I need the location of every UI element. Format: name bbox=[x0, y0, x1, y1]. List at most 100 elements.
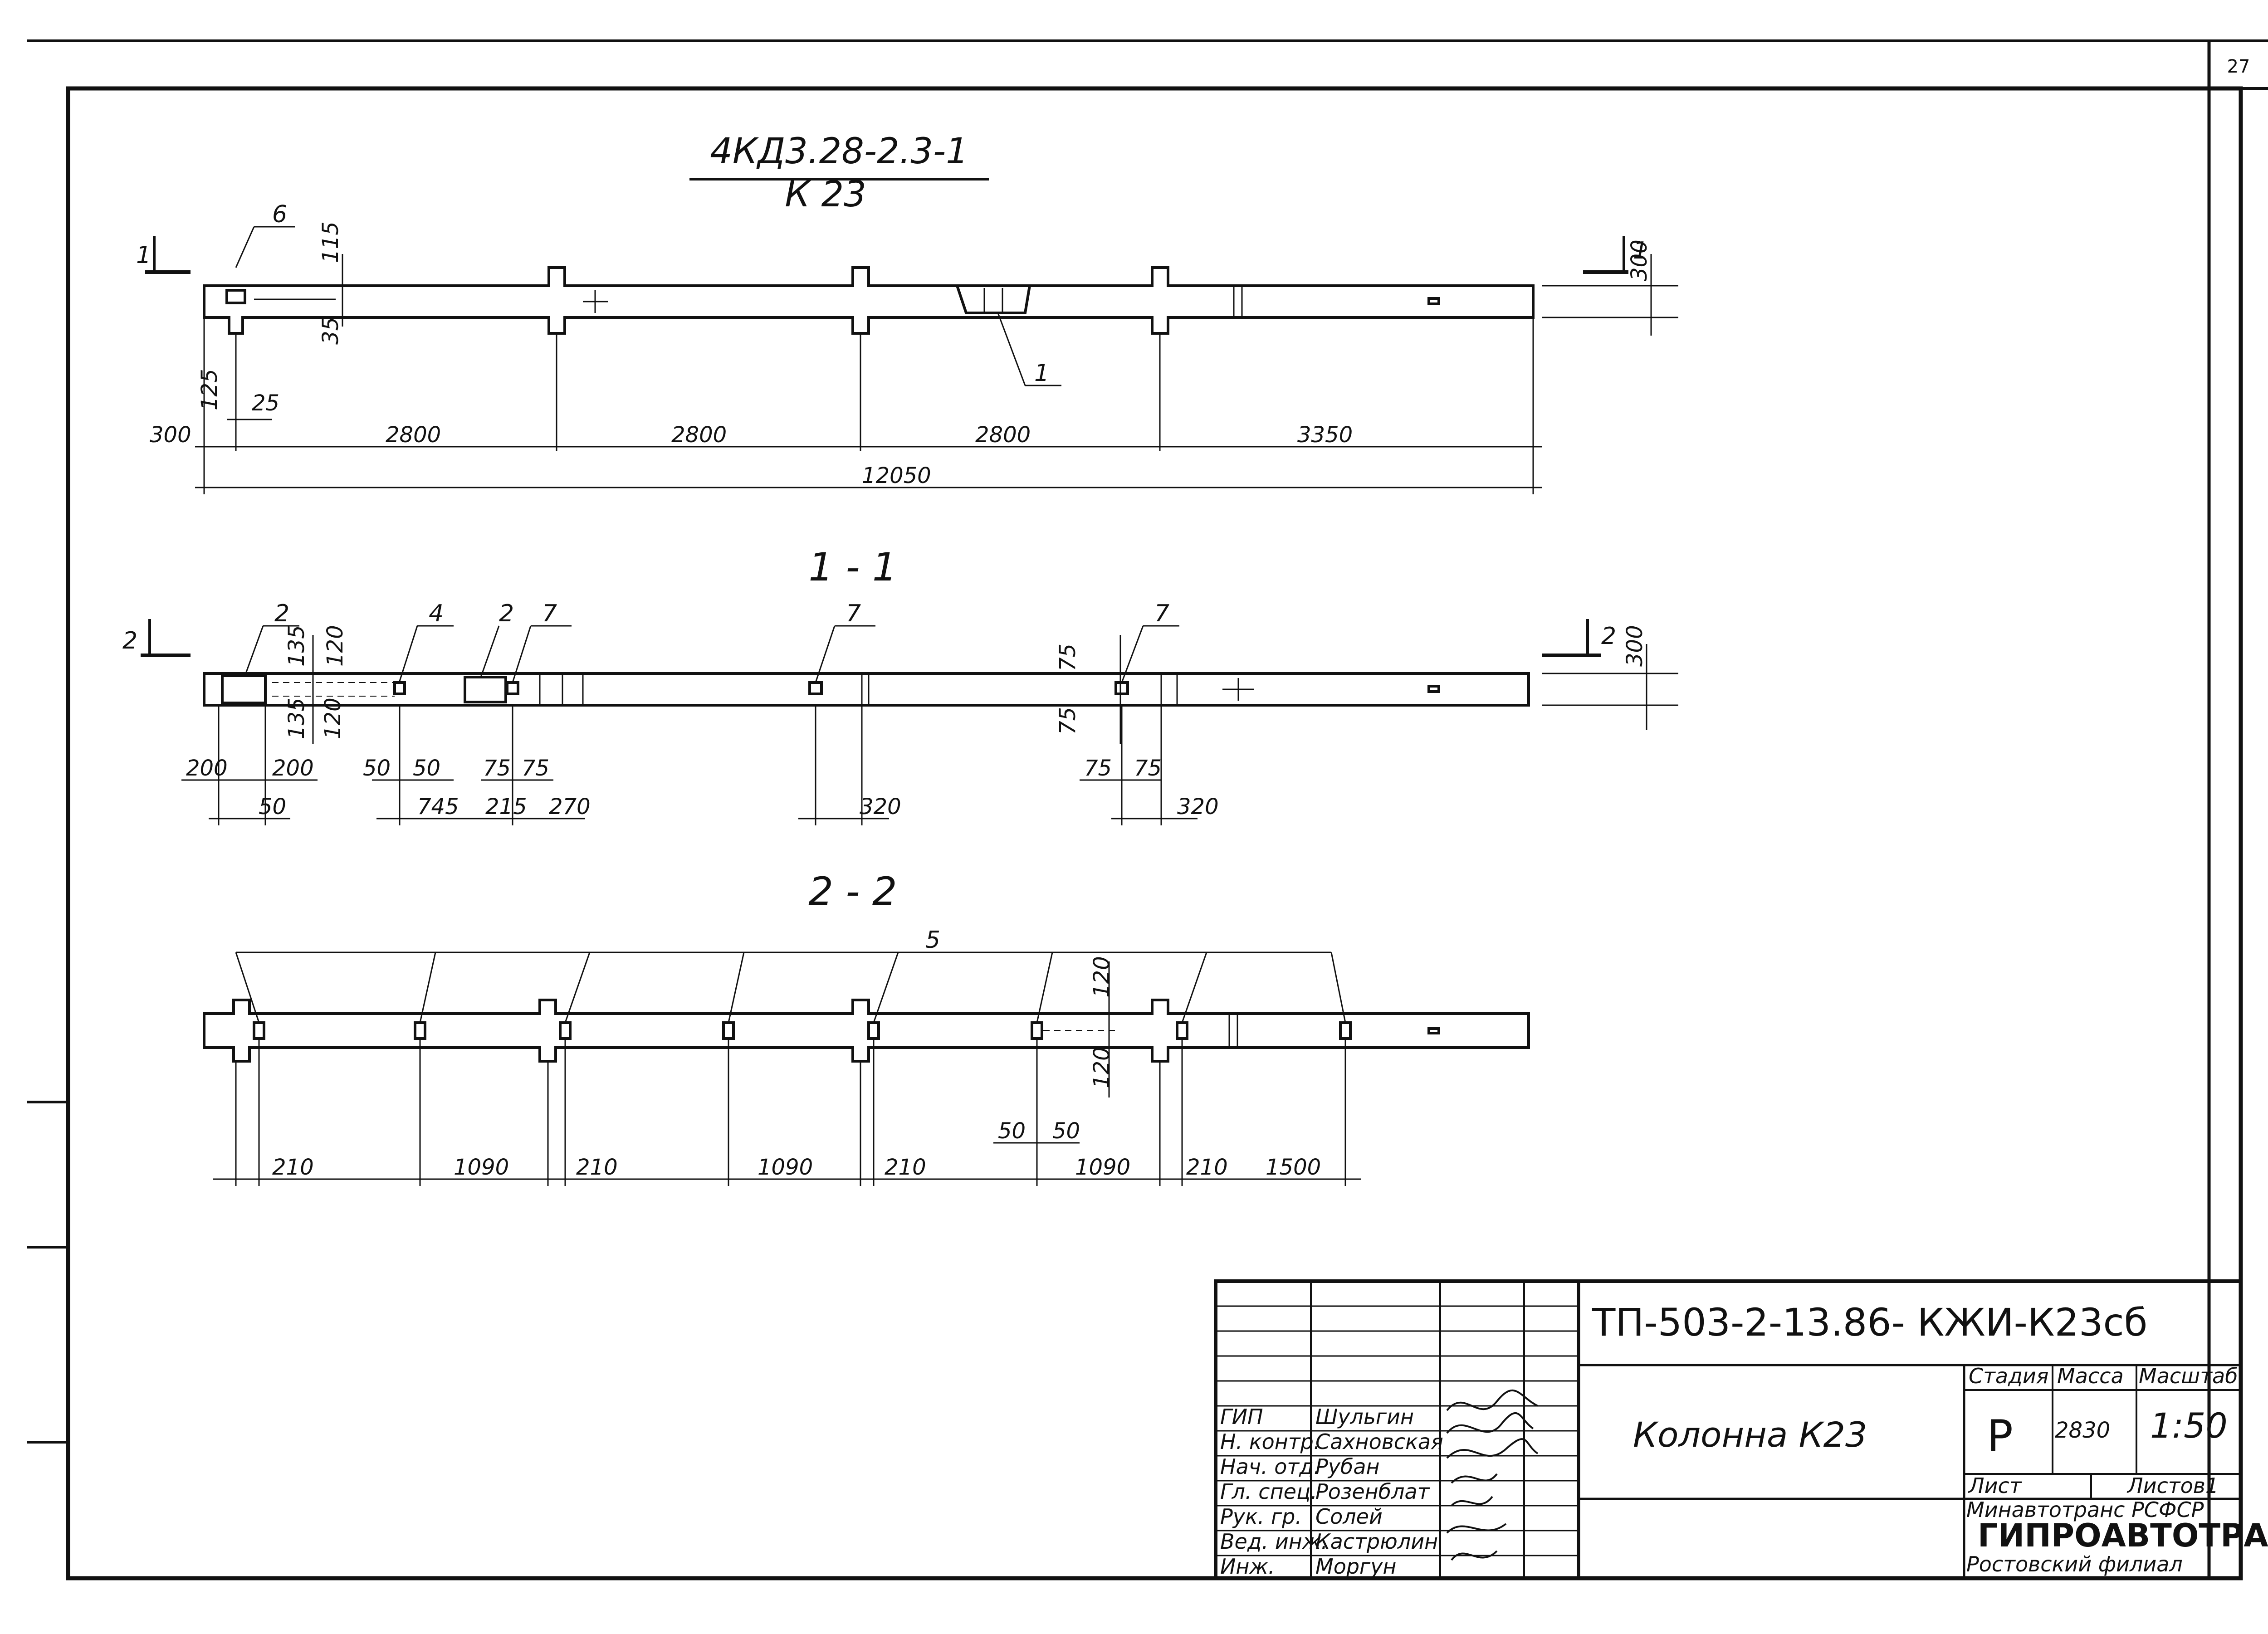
section-mark-label: 2 bbox=[122, 627, 137, 654]
leader-line bbox=[512, 625, 532, 683]
dim-label: 300 bbox=[150, 422, 191, 448]
leader-line bbox=[815, 625, 836, 683]
staff-name: Солей bbox=[1315, 1504, 1383, 1529]
staff-role: Инж. bbox=[1220, 1554, 1275, 1579]
sleeve bbox=[506, 681, 519, 695]
drawing-name: Колонна К23 bbox=[1633, 1415, 1867, 1455]
callout-4: 4 bbox=[429, 600, 444, 627]
section-mark-label: 2 bbox=[1601, 623, 1616, 650]
mass-value: 2830 bbox=[2055, 1418, 2110, 1443]
dim-label: 50 bbox=[998, 1118, 1026, 1144]
total-length-label: 12050 bbox=[862, 463, 931, 488]
dim-label: 210 bbox=[576, 1155, 618, 1180]
signature bbox=[1446, 1389, 1538, 1411]
dim-label: 2800 bbox=[386, 422, 441, 448]
staff-name: Розенблат bbox=[1315, 1479, 1430, 1504]
leader-line bbox=[235, 226, 255, 268]
lifting-hole bbox=[1427, 1027, 1440, 1034]
staff-name: Рубан bbox=[1315, 1454, 1380, 1479]
dim-label: 1500 bbox=[1266, 1155, 1321, 1180]
cutout-detail bbox=[955, 284, 1031, 314]
drawing-frame bbox=[66, 86, 2243, 1580]
sheets-label: Листов1 bbox=[2126, 1473, 2219, 1498]
staff-name: Сахновская bbox=[1315, 1429, 1443, 1454]
dim-label: 75 bbox=[1055, 707, 1080, 735]
sleeve bbox=[1114, 681, 1129, 695]
staff-role: Гл. спец. bbox=[1220, 1479, 1317, 1504]
elevation-title: 4КД3.28-2.3-1 bbox=[710, 131, 968, 172]
signature bbox=[1446, 1438, 1539, 1459]
signatures bbox=[1446, 1389, 1539, 1561]
dim-label: 75 bbox=[483, 756, 511, 781]
dim-label: 1090 bbox=[1075, 1155, 1130, 1180]
stage-value: Р bbox=[1987, 1411, 2013, 1462]
dim-label: 75 bbox=[1055, 644, 1080, 671]
dim-label: 745 bbox=[417, 794, 459, 819]
callout-6: 6 bbox=[272, 201, 287, 228]
signature bbox=[1451, 1473, 1498, 1484]
staff-role: Вед. инж. bbox=[1220, 1529, 1328, 1554]
sleeve bbox=[253, 1021, 265, 1040]
callout-1: 1 bbox=[1034, 360, 1049, 387]
drawing-code: ТП-503-2-13.86- КЖИ-К23сб bbox=[1592, 1300, 2147, 1345]
section-1-1-title: 1 - 1 bbox=[808, 545, 897, 590]
elevation-mark: К 23 bbox=[785, 174, 866, 215]
callout-7: 7 bbox=[1154, 600, 1169, 627]
sleeve bbox=[414, 1021, 426, 1040]
leader-line bbox=[997, 312, 1026, 386]
scale-value: 1:50 bbox=[2150, 1405, 2228, 1446]
header-scale: Масштаб bbox=[2139, 1364, 2238, 1388]
lifting-hole bbox=[1427, 685, 1440, 693]
sleeve bbox=[722, 1021, 735, 1040]
sleeve bbox=[559, 1021, 572, 1040]
dim-label: 75 bbox=[522, 756, 549, 781]
dim-label: 1090 bbox=[454, 1155, 509, 1180]
embedded-plate bbox=[221, 674, 267, 704]
leader-line bbox=[1330, 952, 1346, 1023]
leader-line bbox=[235, 952, 260, 1023]
signature bbox=[1446, 1523, 1507, 1534]
callout-5: 5 bbox=[925, 927, 940, 954]
column-section-outline bbox=[203, 999, 1530, 1063]
dim-label: 3350 bbox=[1297, 422, 1353, 448]
section-1-1-view bbox=[141, 619, 1678, 825]
dim-label: 125 bbox=[197, 369, 222, 410]
dim-label: 135 bbox=[284, 697, 309, 739]
staff-name: Шульгин bbox=[1315, 1405, 1414, 1429]
leader-line bbox=[244, 625, 264, 676]
leader-line bbox=[728, 952, 745, 1023]
section-mark-label: 1 bbox=[136, 242, 151, 269]
dim-label: 50 bbox=[413, 756, 440, 781]
dim-label: 120 bbox=[323, 625, 348, 667]
dim-label: 50 bbox=[1052, 1118, 1080, 1144]
sleeve bbox=[808, 681, 823, 695]
sleeve bbox=[1176, 1021, 1188, 1040]
leader-line bbox=[1181, 952, 1207, 1023]
callout-2: 2 bbox=[499, 600, 514, 627]
sleeve bbox=[1339, 1021, 1352, 1040]
dim-label: 2800 bbox=[975, 422, 1031, 448]
dim-label: 135 bbox=[284, 625, 309, 667]
leader-line bbox=[398, 625, 418, 683]
header-stage: Стадия bbox=[1969, 1364, 2048, 1388]
column-outline bbox=[203, 266, 1535, 335]
dim-label: 25 bbox=[252, 390, 279, 416]
sleeve bbox=[867, 1021, 880, 1040]
signature bbox=[1451, 1496, 1493, 1507]
dim-label: 210 bbox=[1186, 1155, 1228, 1180]
dim-label: 270 bbox=[549, 794, 591, 819]
title-block-border bbox=[1214, 1279, 2243, 1580]
staff-name: Кастрюлин bbox=[1315, 1529, 1438, 1554]
section-2-2-title: 2 - 2 bbox=[808, 869, 897, 914]
dim-label: 200 bbox=[186, 756, 228, 781]
dim-label: 1090 bbox=[758, 1155, 813, 1180]
dim-label: 115 bbox=[318, 221, 343, 263]
sheet-label: Лист bbox=[1968, 1473, 2022, 1498]
dim-label: 210 bbox=[272, 1155, 314, 1180]
column-section-outline bbox=[203, 672, 1530, 707]
dim-label: 75 bbox=[1084, 756, 1112, 781]
section-2-2-view bbox=[203, 951, 1530, 1186]
sheet-number: 27 bbox=[2227, 56, 2250, 77]
section-mark-label: 1 bbox=[1633, 237, 1648, 264]
